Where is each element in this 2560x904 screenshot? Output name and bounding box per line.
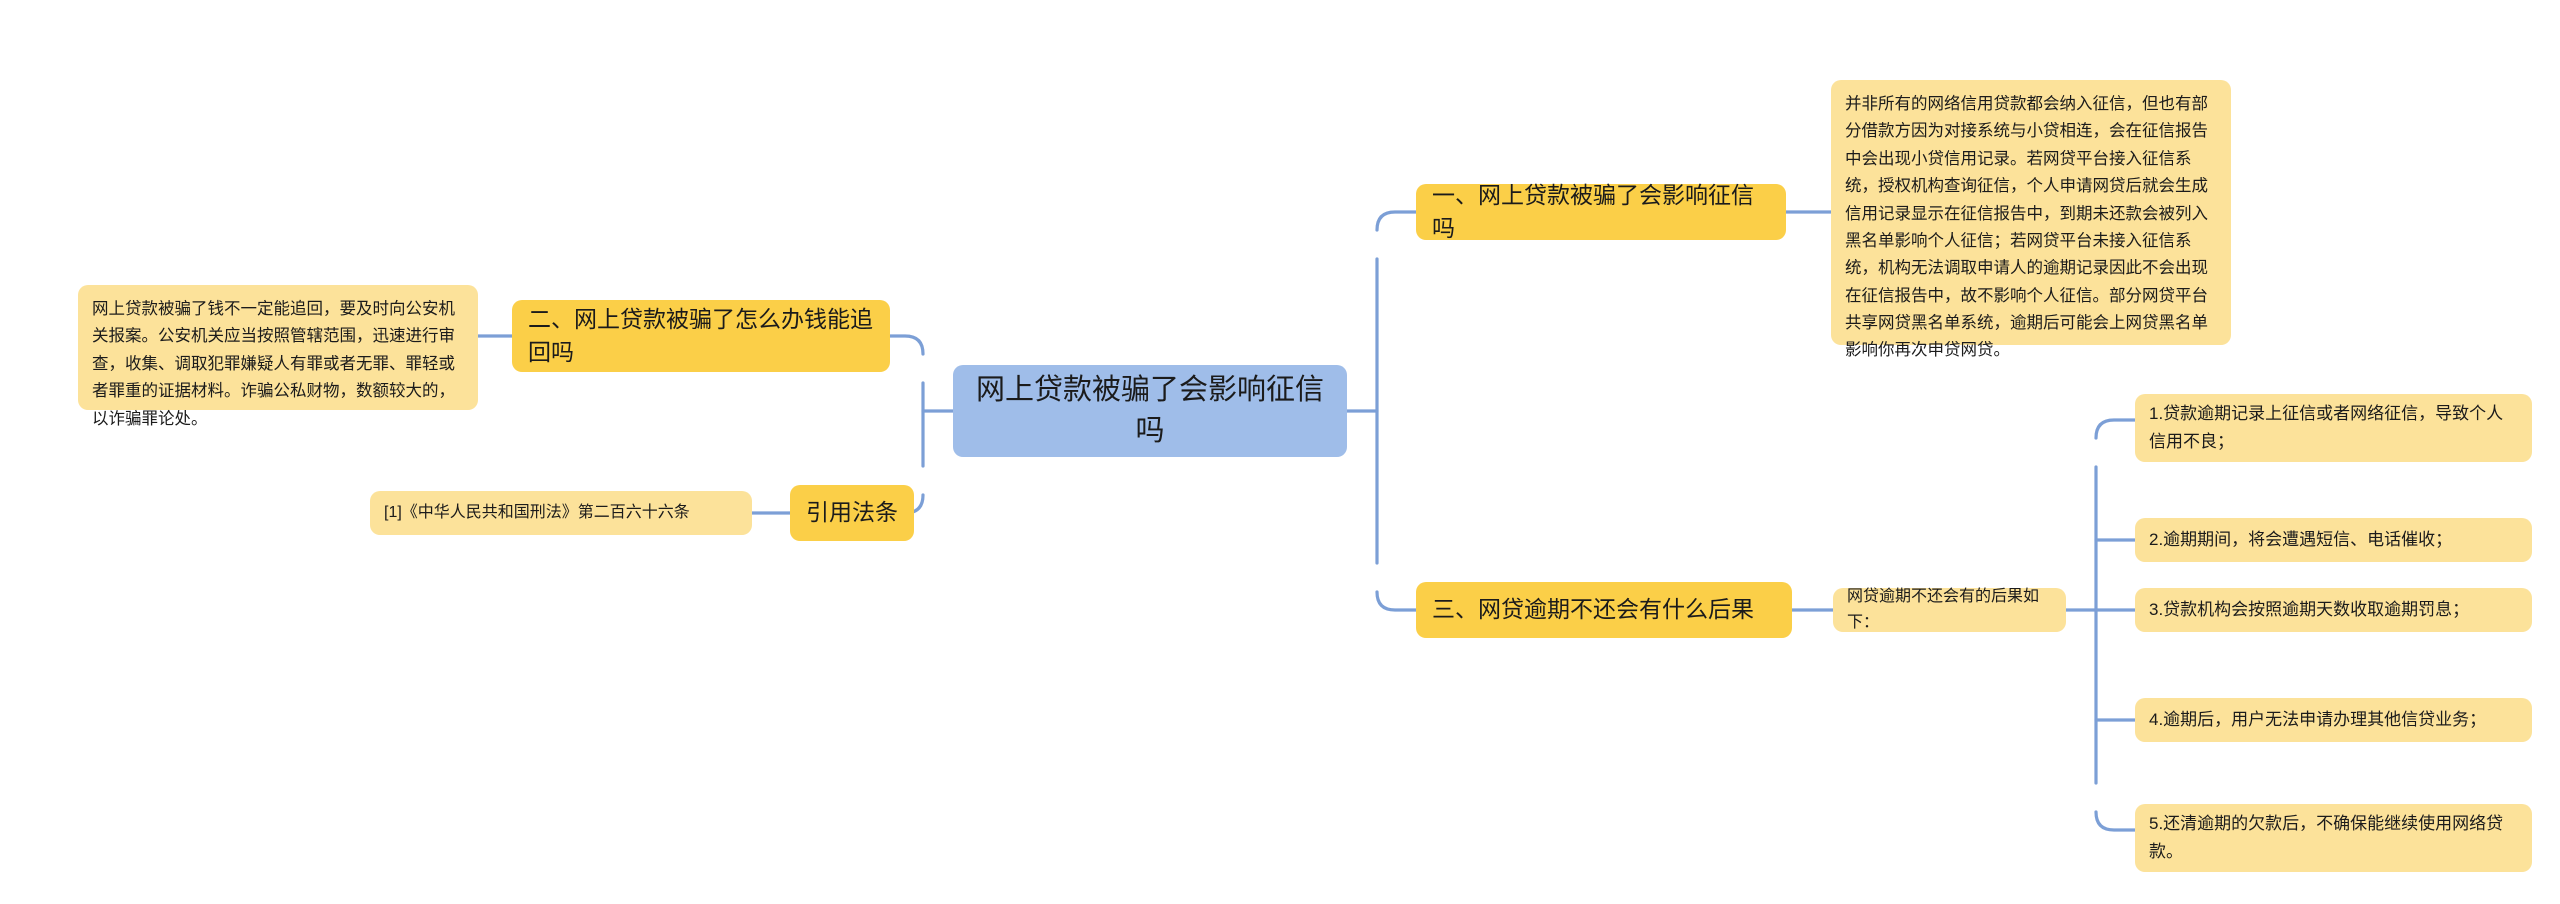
detail-node-consequences-intro[interactable]: 网贷逾期不还会有的后果如下： [1833, 588, 2066, 632]
legal-citation-text[interactable]: [1]《中华人民共和国刑法》第二百六十六条 [370, 491, 752, 535]
branch-node-legal-citation[interactable]: 引用法条 [790, 485, 914, 541]
root-node[interactable]: 网上贷款被骗了会影响征信吗 [953, 365, 1347, 457]
consequence-item-5[interactable]: 5.还清逾期的欠款后，不确保能继续使用网络贷款。 [2135, 804, 2532, 872]
branch-node-1[interactable]: 一、网上贷款被骗了会影响征信吗 [1416, 182, 1786, 241]
detail-node-fraud-recovery[interactable]: 网上贷款被骗了钱不一定能追回，要及时向公安机关报案。公安机关应当按照管辖范围，迅… [78, 285, 478, 428]
consequence-item-3[interactable]: 3.贷款机构会按照逾期天数收取逾期罚息； [2135, 588, 2532, 632]
branch-node-3[interactable]: 三、网贷逾期不还会有什么后果 [1416, 582, 1792, 638]
consequence-item-1[interactable]: 1.贷款逾期记录上征信或者网络征信，导致个人信用不良； [2135, 394, 2532, 462]
detail-node-credit-report[interactable]: 并非所有的网络信用贷款都会纳入征信，但也有部分借款方因为对接系统与小贷相连，会在… [1831, 80, 2231, 359]
consequence-item-4[interactable]: 4.逾期后，用户无法申请办理其他信贷业务； [2135, 698, 2532, 742]
branch-node-2[interactable]: 二、网上贷款被骗了怎么办钱能追回吗 [512, 300, 890, 372]
consequence-item-2[interactable]: 2.逾期期间，将会遭遇短信、电话催收； [2135, 518, 2532, 562]
